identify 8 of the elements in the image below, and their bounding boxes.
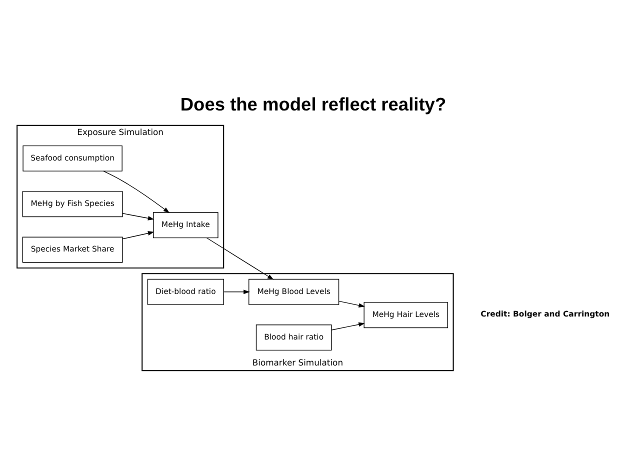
- arrow: [122, 212, 154, 220]
- arrow: [103, 170, 170, 213]
- diagram-title: Does the model reflect reality?: [180, 93, 446, 114]
- arrow: [331, 322, 365, 330]
- arrow: [122, 230, 154, 239]
- arrow: [223, 289, 250, 294]
- arrow: [206, 237, 274, 280]
- arrow: [338, 300, 366, 308]
